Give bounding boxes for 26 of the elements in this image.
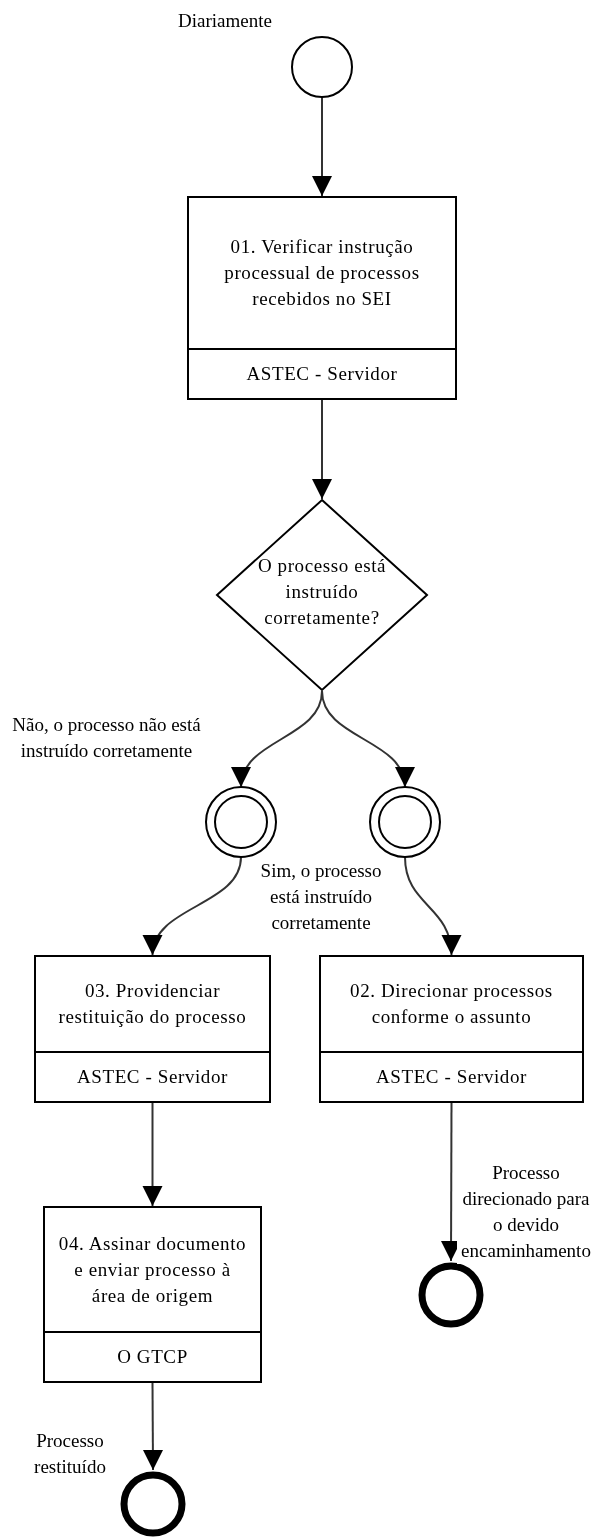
arrow	[312, 399, 332, 500]
start-event-circle	[290, 35, 354, 99]
task-box	[43, 1206, 262, 1383]
arrow	[312, 96, 332, 197]
task-title: 03. Providenciar restituição do processo	[57, 979, 248, 1029]
decision-question: O processo está instruído corretamente?	[256, 554, 388, 630]
arrow	[143, 1382, 163, 1471]
arrow	[142, 1102, 163, 1207]
end-event-circle	[418, 1262, 484, 1328]
end-event-circle	[120, 1471, 186, 1537]
role-label: O GTCP	[117, 1345, 188, 1369]
arrow	[145, 856, 242, 956]
task-title: 02. Direcionar processos conforme o assunto	[349, 979, 554, 1029]
task-title: 04. Assinar documento e enviar processo à área de origem	[57, 1231, 248, 1308]
task-box	[187, 196, 457, 400]
task-title: 01. Verificar instrução processual de processos recebidos no SEI	[223, 235, 421, 311]
arrow	[321, 690, 412, 788]
role-label: ASTEC - Servidor	[76, 1065, 228, 1089]
arrow	[404, 856, 460, 956]
intermediate-event-circle	[204, 785, 278, 859]
intermediate-event-circle	[368, 785, 442, 859]
decision-diamond	[216, 499, 428, 691]
role-label: ASTEC - Servidor	[375, 1065, 527, 1089]
task-box	[319, 955, 584, 1103]
role-label: ASTEC - Servidor	[246, 362, 398, 386]
task-box	[34, 955, 271, 1103]
